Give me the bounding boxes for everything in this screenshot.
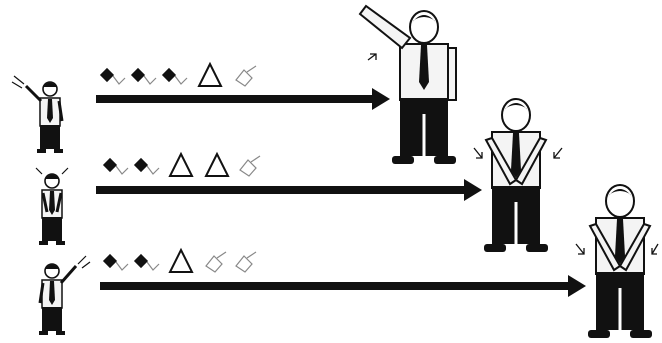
large-referee-figure-3 [576,185,658,338]
small-referee-figure-1 [12,76,63,153]
small-referee-figure-3 [39,256,90,335]
arrow-3 [100,275,586,297]
row-1 [12,6,456,164]
hollow-triangle-icon [170,154,192,176]
row-3 [39,185,658,338]
hollow-flag-icon [240,156,260,176]
small-referee-figure-2 [36,168,68,245]
signal-sequence-1 [100,64,256,86]
hollow-flag-icon [236,66,256,86]
hollow-flag-icon [236,252,256,272]
filled-flag-icon [131,68,156,84]
filled-flag-icon [162,68,187,84]
filled-flag-icon [103,254,128,270]
signal-sequence-2 [103,154,260,176]
arrow-2 [96,179,482,201]
filled-flag-icon [103,158,128,174]
large-referee-figure-1 [360,6,456,164]
arrow-1 [96,88,390,110]
large-referee-figure-2 [474,99,562,252]
hollow-triangle-icon [199,64,221,86]
hollow-flag-icon [206,252,226,272]
signal-sequence-3 [103,250,256,272]
row-2 [36,99,562,252]
filled-flag-icon [134,254,159,270]
hollow-triangle-icon [170,250,192,272]
filled-flag-icon [134,158,159,174]
filled-flag-icon [100,68,125,84]
hollow-triangle-icon [206,154,228,176]
